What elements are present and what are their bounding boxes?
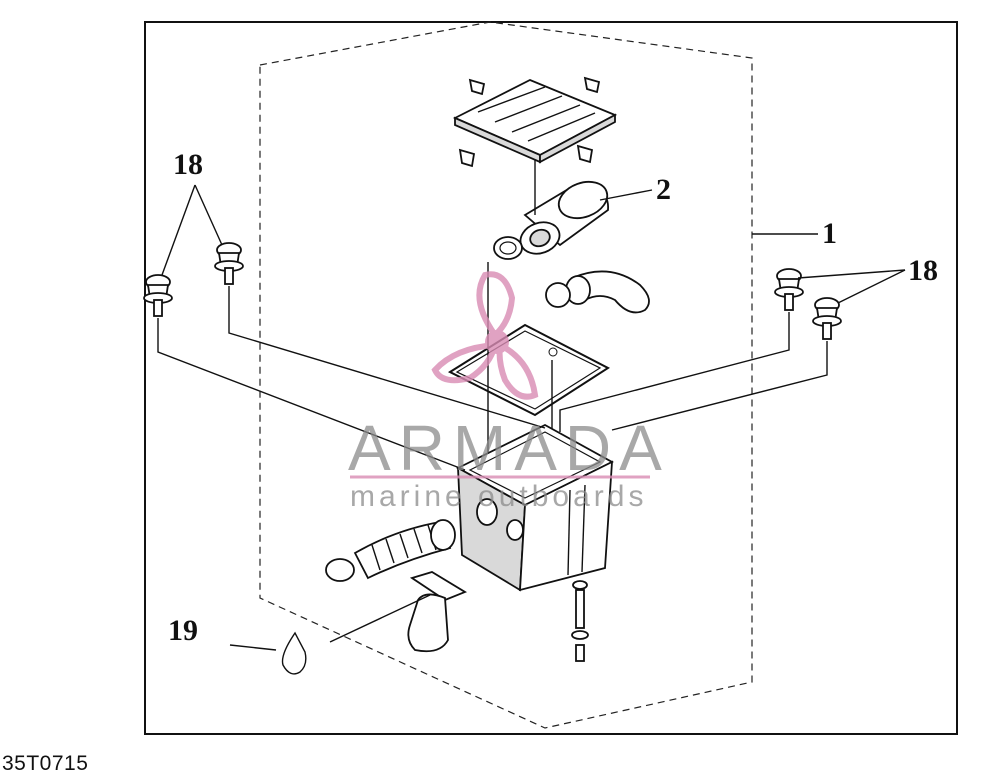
bolt-right-1 xyxy=(774,268,804,311)
air-filter-element xyxy=(519,180,609,255)
intake-elbow-hose xyxy=(545,270,650,314)
callout-part-2: 2 xyxy=(656,173,671,206)
air-box-lid xyxy=(452,79,618,164)
drawing-code: 35T0715 xyxy=(2,752,89,775)
intake-corrugated-hose xyxy=(325,519,456,582)
leader-part-18-left xyxy=(161,184,196,276)
sealant-drop-icon xyxy=(281,631,307,675)
leader-part-19 xyxy=(329,594,431,643)
leader-part-18-right xyxy=(837,269,906,304)
filter-clamp xyxy=(493,236,523,260)
callout-part-18-left: 18 xyxy=(173,148,203,181)
leader-part-18-right xyxy=(797,269,906,279)
callout-part-19: 19 xyxy=(168,614,198,647)
air-box-housing xyxy=(456,423,614,592)
callout-part-1: 1 xyxy=(822,217,837,250)
watermark-brand: ARMADA xyxy=(348,412,670,484)
outer-frame xyxy=(144,21,958,735)
leader-part-2 xyxy=(599,189,653,201)
bolt-right-2 xyxy=(812,297,842,340)
assembly-dashed-outline xyxy=(259,21,753,729)
drain-bolt-assembly xyxy=(571,580,589,662)
leader-part-18-left xyxy=(194,184,223,246)
watermark-logo-icon xyxy=(431,271,539,400)
guide-line xyxy=(611,341,828,431)
bolt-left-1 xyxy=(143,274,173,317)
drain-hose-fitting xyxy=(407,571,468,653)
watermark-tagline: marine outboards xyxy=(350,480,647,513)
bolt-left-2 xyxy=(214,242,244,285)
callout-part-18-right: 18 xyxy=(908,254,938,287)
guide-line xyxy=(157,318,466,471)
lid-clips xyxy=(458,76,601,168)
guide-line xyxy=(228,286,546,429)
leader-part-19 xyxy=(229,644,277,651)
guide-line xyxy=(559,312,790,432)
